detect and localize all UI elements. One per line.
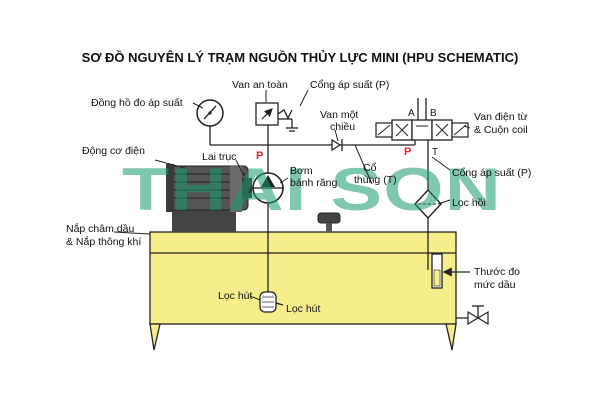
check-valve-icon: [331, 138, 343, 152]
label-level-gauge-1: Thước đo: [474, 266, 520, 278]
tank-leg-left: [149, 323, 161, 351]
label-gear-pump-2: bánh răng: [290, 177, 337, 189]
label-suction-filter-left: Lọc hút: [218, 290, 253, 302]
label-level-gauge-2: mức dầu: [474, 279, 516, 291]
level-gauge-icon: [431, 253, 443, 289]
label-relief-valve: Van an toàn: [232, 79, 288, 91]
label-solenoid-valve-2: & Cuộn coil: [474, 124, 528, 136]
pressure-gauge-icon: [196, 99, 224, 145]
diagram-title: SƠ ĐỒ NGUYÊN LÝ TRẠM NGUỒN THỦY LỰC MINI…: [82, 50, 519, 65]
port-t-valve: T: [432, 147, 438, 158]
label-filler-cap-2: & Nắp thông khí: [66, 235, 141, 248]
oil-fill: [150, 232, 456, 324]
port-a: A: [408, 108, 415, 119]
label-solenoid-valve-1: Van điện từ: [474, 111, 528, 123]
relief-valve-icon: [255, 102, 298, 145]
label-tank-port-2: thùng (T): [354, 174, 397, 186]
label-electric-motor: Động cơ điện: [82, 145, 145, 157]
tank-leg-right: [445, 323, 457, 351]
label-pressure-port-top: Cổng áp suất (P): [310, 79, 389, 91]
label-pressure-gauge: Đồng hồ đo áp suất: [91, 97, 183, 109]
label-return-filter: Lọc hồi: [452, 197, 486, 209]
label-check-valve-1: Van một: [320, 109, 358, 121]
drain-valve-icon: [456, 305, 489, 326]
label-tank-port-1: Cổ: [363, 162, 377, 174]
suction-filter-icon: [259, 291, 277, 313]
watermark-text: THAI SON: [122, 156, 502, 223]
solenoid-valve-icon: [375, 98, 469, 145]
label-suction-filter-right: Lọc hút: [286, 303, 321, 315]
label-filler-cap-1: Nắp châm dầu: [66, 222, 134, 235]
label-gear-pump-1: Bơm: [290, 165, 313, 177]
label-check-valve-2: chiều: [330, 121, 355, 133]
label-coupling: Lai trục: [202, 151, 236, 163]
port-p-pump: P: [256, 150, 263, 162]
filler-cap-icon: [317, 212, 341, 232]
port-p-valve: P: [404, 146, 411, 158]
port-b: B: [430, 108, 437, 119]
return-filter-icon: [414, 188, 442, 220]
label-pressure-port-right: Cổng áp suất (P): [452, 167, 531, 179]
oil-tank: [149, 231, 457, 351]
electric-motor-icon: [166, 164, 252, 232]
